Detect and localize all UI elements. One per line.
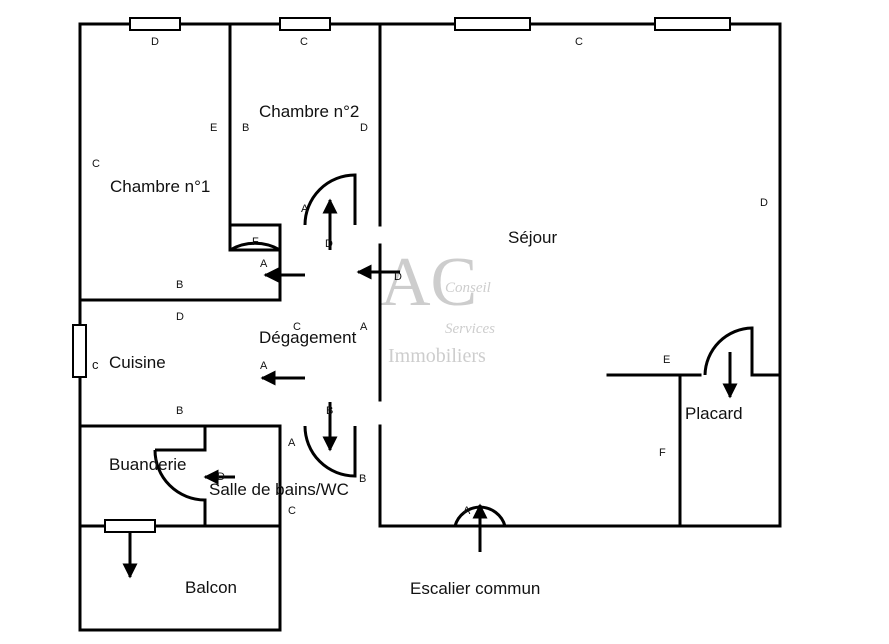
doors [153,173,754,527]
marker: A [288,437,296,449]
room-labels: Chambre n°2 Chambre n°1 Séjour Dégagemen… [109,102,743,598]
marker: D [176,311,184,323]
door-chambre2 [303,173,357,226]
window-cuisine [72,324,87,378]
marker: A [260,258,268,270]
watermark-logo: AC [380,244,477,321]
marker: B [242,122,249,134]
marker: F [252,236,259,248]
marker: B [176,279,183,291]
room-sdb: Salle de bains/WC [209,480,349,499]
room-escalier: Escalier commun [410,579,540,598]
room-chambre1: Chambre n°1 [110,177,210,196]
door-buanderie [153,449,206,502]
room-chambre2: Chambre n°2 [259,102,359,121]
door-chambre1 [229,241,281,252]
room-cuisine: Cuisine [109,353,166,372]
windows [72,17,731,533]
room-sejour: Séjour [508,228,557,247]
marker: A [463,505,471,517]
marker: A [260,360,268,372]
room-balcon: Balcon [185,578,237,597]
marker: D [360,122,368,134]
window-sejour-2 [654,17,731,31]
arrows [122,198,738,579]
watermark-line1: Conseil [445,280,491,296]
window-sejour-1 [454,17,531,31]
marker: E [210,122,217,134]
marker: C [575,36,583,48]
marker: B [176,405,183,417]
room-degagement: Dégagement [259,328,357,347]
marker: D [394,271,402,283]
room-buanderie: Buanderie [109,455,187,474]
marker: A [360,321,368,333]
marker: D [325,238,333,250]
marker: E [663,354,670,366]
marker: D [760,197,768,209]
room-placard: Placard [685,404,743,423]
marker: D [151,36,159,48]
window-chambre2 [279,17,331,31]
window-balcon [104,519,156,533]
marker: D [217,471,225,483]
marker: C [92,158,100,170]
marker: C [300,36,308,48]
marker: A [301,203,309,215]
marker: C [293,321,301,333]
marker: C [288,505,296,517]
door-sdb [303,425,357,478]
marker: F [659,447,666,459]
door-placard [703,326,754,376]
wall-markers: D C C E B D C D A D F A D B D C A c A E … [92,36,768,517]
window-chambre1 [129,17,181,31]
marker: B [359,473,366,485]
walls [78,22,782,632]
marker: c [92,357,99,372]
marker: B [326,405,333,417]
watermark-line3: Immobiliers [388,345,486,367]
watermark: AC Conseil Services Immobiliers [380,244,495,367]
watermark-line2: Services [445,321,495,337]
